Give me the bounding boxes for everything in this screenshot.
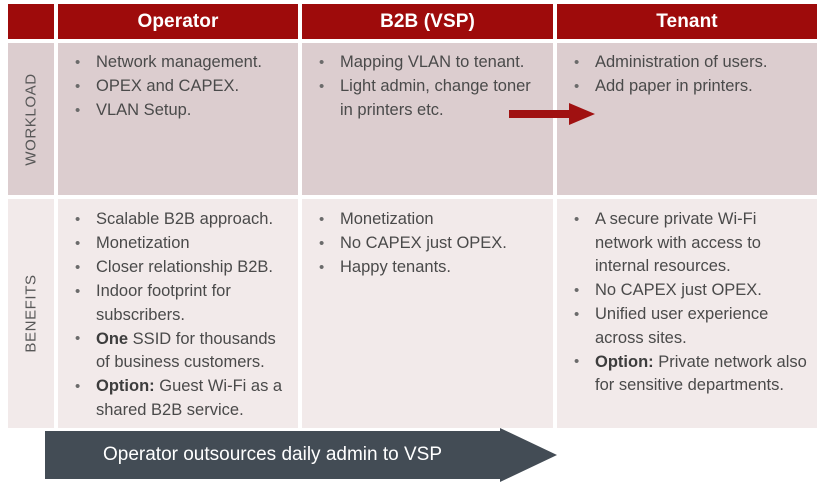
bullet-text: Light admin, change toner in printers et… (340, 77, 531, 119)
cell-benefits-tenant: A secure private Wi-Fi network with acce… (557, 199, 817, 428)
list-item: Unified user experience across sites. (567, 303, 811, 350)
list-item: Monetization (312, 208, 547, 232)
bullet-emphasis: Option: (96, 377, 155, 395)
bullet-text: No CAPEX just OPEX. (340, 234, 507, 252)
bullet-text: Monetization (96, 234, 190, 252)
list-item: Indoor footprint for subscribers. (68, 280, 292, 327)
cell-benefits-b2b: Monetization No CAPEX just OPEX. Happy t… (302, 199, 553, 428)
bullet-text: Add paper in printers. (595, 77, 753, 95)
list-item: No CAPEX just OPEX. (312, 232, 547, 256)
responsibility-matrix-table: Operator B2B (VSP) Tenant WORKLOAD Netwo… (8, 4, 817, 428)
cell-benefits-operator: Scalable B2B approach. Monetization Clos… (58, 199, 298, 428)
bullet-emphasis: One (96, 329, 129, 348)
bullet-text: Indoor footprint for subscribers. (96, 282, 231, 324)
rotated-label-wrap: WORKLOAD (8, 43, 54, 195)
bullet-text: Guest Wi-Fi as a shared B2B service. (96, 377, 283, 419)
bullet-text: Administration of users. (595, 53, 768, 71)
b2b-to-tenant-arrow-icon (509, 103, 595, 125)
bullet-text: No CAPEX just OPEX. (595, 281, 762, 299)
list-item: Network management. (68, 51, 292, 75)
cell-workload-operator: Network management. OPEX and CAPEX. VLAN… (58, 43, 298, 195)
list-item: Monetization (68, 232, 292, 256)
list-item: Option: Private network also for sensiti… (567, 350, 811, 398)
cell-workload-tenant: Administration of users. Add paper in pr… (557, 43, 817, 195)
list-item: Add paper in printers. (567, 75, 811, 99)
list-item: Closer relationship B2B. (68, 256, 292, 280)
bullet-text: Network management. (96, 53, 262, 71)
list-item: Light admin, change toner in printers et… (312, 75, 547, 122)
row-label-cell-benefits: BENEFITS (8, 199, 54, 428)
banner-arrow-shape (45, 428, 557, 482)
bottom-banner-arrow: Operator outsources daily admin to VSP (45, 428, 557, 482)
bullet-list-benefits-b2b: Monetization No CAPEX just OPEX. Happy t… (302, 199, 553, 280)
list-item: Scalable B2B approach. (68, 208, 292, 232)
bullet-text: Scalable B2B approach. (96, 210, 274, 228)
list-item: VLAN Setup. (68, 99, 292, 123)
bullet-text: SSID for thousands of business customers… (96, 329, 276, 372)
rotated-label-wrap: BENEFITS (8, 199, 54, 428)
bullet-list-workload-tenant: Administration of users. Add paper in pr… (557, 43, 817, 99)
bullet-list-workload-b2b: Mapping VLAN to tenant. Light admin, cha… (302, 43, 553, 122)
header-label-tenant: Tenant (656, 11, 718, 32)
bullet-text: Happy tenants. (340, 258, 451, 276)
bullet-text: Unified user experience across sites. (595, 305, 769, 347)
header-label-operator: Operator (137, 11, 219, 32)
bullet-text: VLAN Setup. (96, 101, 192, 119)
row-label-cell-workload: WORKLOAD (8, 43, 54, 195)
bullet-text: OPEX and CAPEX. (96, 77, 240, 95)
bullet-text: Private network also for sensitive depar… (595, 352, 807, 395)
bullet-emphasis: Option: (595, 352, 654, 371)
list-item: Option: Guest Wi-Fi as a shared B2B serv… (68, 375, 292, 422)
bullet-text: Closer relationship B2B. (96, 258, 274, 276)
cell-workload-b2b: Mapping VLAN to tenant. Light admin, cha… (302, 43, 553, 195)
row-label-workload: WORKLOAD (22, 72, 40, 166)
header-cell-b2b: B2B (VSP) (302, 4, 553, 39)
list-item: Mapping VLAN to tenant. (312, 51, 547, 75)
list-item: No CAPEX just OPEX. (567, 279, 811, 303)
bullet-list-workload-operator: Network management. OPEX and CAPEX. VLAN… (58, 43, 298, 123)
row-label-benefits: BENEFITS (22, 274, 40, 353)
list-item: OPEX and CAPEX. (68, 75, 292, 99)
bullet-text: Mapping VLAN to tenant. (340, 53, 525, 71)
header-label-b2b: B2B (VSP) (380, 11, 475, 32)
bullet-text: Monetization (340, 210, 434, 228)
list-item: One SSID for thousands of business custo… (68, 327, 292, 375)
bullet-text: A secure private Wi-Fi network with acce… (595, 210, 761, 275)
header-cell-tenant: Tenant (557, 4, 817, 39)
list-item: Administration of users. (567, 51, 811, 75)
header-cell-operator: Operator (58, 4, 298, 39)
list-item: Happy tenants. (312, 256, 547, 280)
bullet-list-benefits-operator: Scalable B2B approach. Monetization Clos… (58, 199, 298, 422)
bullet-list-benefits-tenant: A secure private Wi-Fi network with acce… (557, 199, 817, 398)
list-item: A secure private Wi-Fi network with acce… (567, 208, 811, 279)
header-corner-cell (8, 4, 54, 39)
